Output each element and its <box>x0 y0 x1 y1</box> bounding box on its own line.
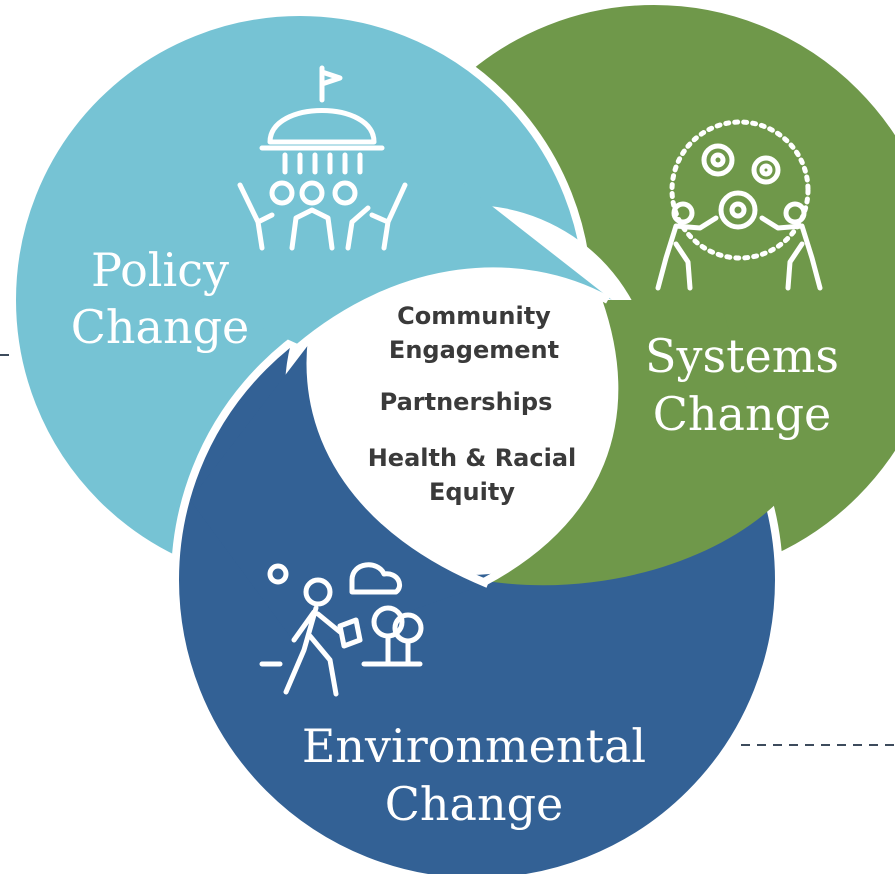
systems-label-line1: Systems <box>645 329 839 383</box>
systems-overlap-sweep <box>480 300 780 586</box>
center-item-community-line1: Community <box>397 302 551 330</box>
environmental-label-line2: Change <box>385 777 564 831</box>
center-item-partnerships: Partnerships <box>380 388 553 416</box>
policy-overlap-sweep <box>200 150 612 345</box>
center-item-community-line2: Engagement <box>389 336 559 364</box>
policy-label-line2: Change <box>71 300 250 354</box>
center-item-equity-line2: Equity <box>429 478 515 506</box>
policy-label-line1: Policy <box>91 243 229 297</box>
people-gears-icon <box>655 119 823 291</box>
environmental-label-line1: Environmental <box>302 719 646 773</box>
env-overlap-sweep <box>190 340 486 650</box>
policy-overlap-edge <box>295 267 610 352</box>
systems-label-line2: Change <box>653 387 832 441</box>
capitol-community-icon <box>237 65 408 251</box>
systems-overlap-edge <box>482 298 619 586</box>
center-item-equity-line1: Health & Racial <box>368 444 577 472</box>
person-walking-nature-icon <box>259 562 424 697</box>
env-overlap-edge <box>306 337 490 588</box>
